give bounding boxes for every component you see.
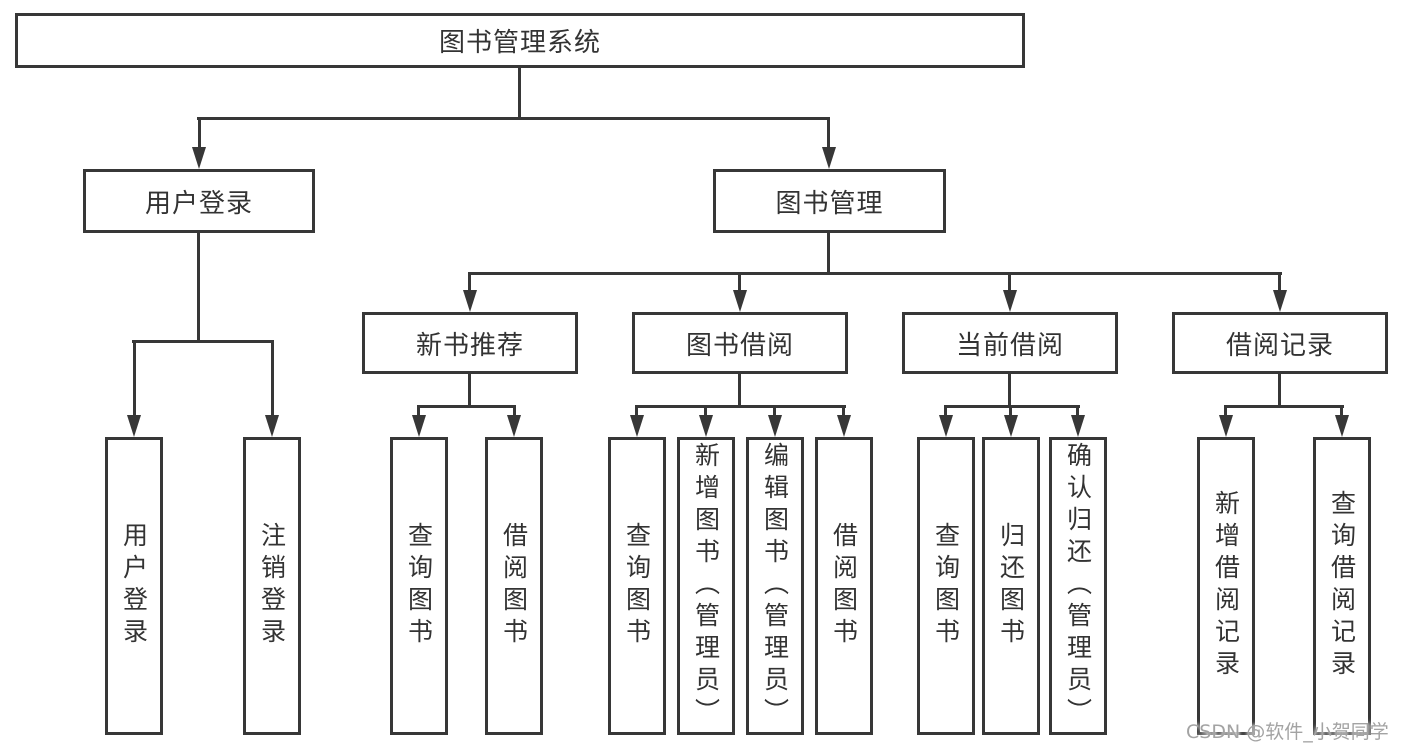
connector-line (271, 340, 274, 420)
arrowhead-down-icon (768, 415, 782, 437)
connector-line (944, 405, 947, 420)
node-book-management: 图书管理 (713, 169, 946, 233)
leaf-borrow-books-recommend: 借阅图书 (485, 437, 543, 735)
connector-line (417, 405, 420, 420)
leaf-add-borrow-record: 新增借阅记录 (1197, 437, 1255, 735)
arrowhead-down-icon (192, 147, 206, 169)
connector-line (468, 374, 471, 408)
leaf-query-books-current: 查询图书 (917, 437, 975, 735)
leaf-edit-books-admin: 编辑图书（管理员） (746, 437, 804, 735)
connector-line (197, 117, 830, 120)
connector-line (417, 405, 516, 408)
arrowhead-down-icon (127, 415, 141, 437)
connector-line (468, 272, 471, 296)
connector-line (133, 340, 136, 420)
node-book-borrow: 图书借阅 (632, 312, 848, 374)
arrowhead-down-icon (1071, 415, 1085, 437)
leaf-query-borrow-record: 查询借阅记录 (1313, 437, 1371, 735)
connector-line (1008, 374, 1011, 408)
leaf-confirm-return-admin: 确认归还（管理员） (1049, 437, 1107, 735)
connector-line (1008, 272, 1011, 296)
connector-line (1224, 405, 1227, 420)
leaf-add-books-admin: 新增图书（管理员） (677, 437, 735, 735)
arrowhead-down-icon (630, 415, 644, 437)
connector-line (635, 405, 638, 420)
connector-line (738, 374, 741, 408)
connector-line (197, 233, 200, 343)
connector-line (1009, 405, 1012, 420)
connector-line (773, 405, 776, 420)
connector-line (704, 405, 707, 420)
arrowhead-down-icon (1219, 415, 1233, 437)
arrowhead-down-icon (822, 147, 836, 169)
arrowhead-down-icon (1335, 415, 1349, 437)
connector-line (738, 272, 741, 296)
connector-line (635, 405, 846, 408)
connector-line (468, 272, 1282, 275)
connector-line (518, 68, 521, 120)
leaf-query-books-recommend: 查询图书 (390, 437, 448, 735)
arrowhead-down-icon (265, 415, 279, 437)
arrowhead-down-icon (1273, 290, 1287, 312)
arrowhead-down-icon (939, 415, 953, 437)
node-root-library-management-system: 图书管理系统 (15, 13, 1025, 68)
watermark: CSDN @软件_小贺同学 (1186, 721, 1389, 743)
arrowhead-down-icon (463, 290, 477, 312)
connector-line (132, 340, 274, 343)
leaf-return-books: 归还图书 (982, 437, 1040, 735)
arrowhead-down-icon (699, 415, 713, 437)
connector-line (1076, 405, 1079, 420)
arrowhead-down-icon (507, 415, 521, 437)
node-current-borrow: 当前借阅 (902, 312, 1118, 374)
connector-line (198, 117, 201, 152)
connector-line (827, 117, 830, 152)
connector-line (1340, 405, 1343, 420)
leaf-query-books-borrow: 查询图书 (608, 437, 666, 735)
arrowhead-down-icon (1003, 290, 1017, 312)
arrowhead-down-icon (412, 415, 426, 437)
arrowhead-down-icon (837, 415, 851, 437)
connector-line (513, 405, 516, 420)
arrowhead-down-icon (1004, 415, 1018, 437)
leaf-borrow-books: 借阅图书 (815, 437, 873, 735)
node-new-book-recommend: 新书推荐 (362, 312, 578, 374)
connector-line (944, 405, 1080, 408)
connector-line (1278, 374, 1281, 408)
arrowhead-down-icon (733, 290, 747, 312)
leaf-logout: 注销登录 (243, 437, 301, 735)
connector-line (1278, 272, 1281, 296)
connector-line (1224, 405, 1344, 408)
connector-line (842, 405, 845, 420)
node-borrow-records: 借阅记录 (1172, 312, 1388, 374)
leaf-user-login: 用户登录 (105, 437, 163, 735)
node-user-login: 用户登录 (83, 169, 315, 233)
connector-line (827, 233, 830, 275)
